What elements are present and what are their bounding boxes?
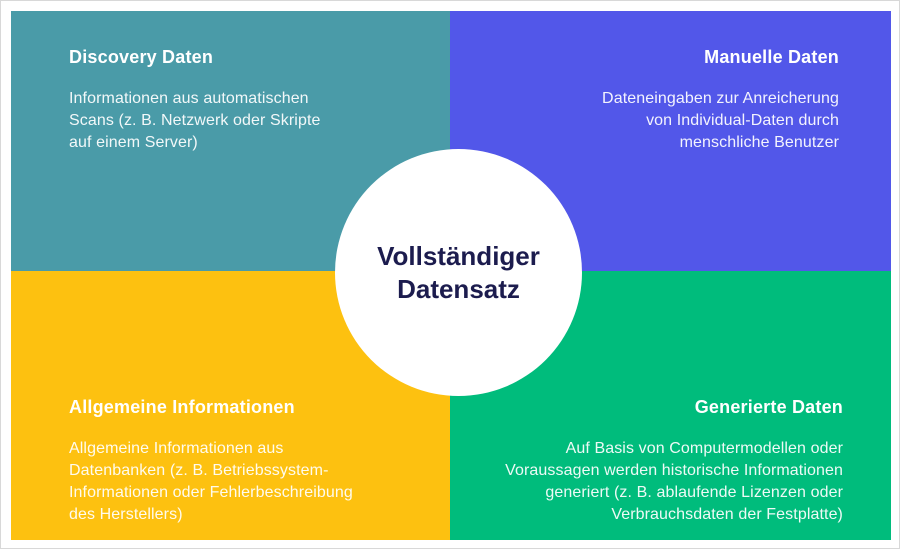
- quadrant-text-block: Discovery Daten Informationen aus automa…: [69, 45, 420, 154]
- quadrant-generierte-daten: Generierte Daten Auf Basis von Computerm…: [450, 271, 891, 540]
- quadrant-heading-discovery-daten: Discovery Daten: [69, 47, 214, 67]
- quadrant-discovery-daten: Discovery Daten Informationen aus automa…: [11, 11, 450, 271]
- quadrant-body-manuelle-daten: Dateneingaben zur Anreicherung von Indiv…: [602, 90, 839, 151]
- center-circle-label: Vollständiger Datensatz: [377, 240, 540, 304]
- quadrant-body-discovery-daten: Informationen aus automatischen Scans (z…: [69, 90, 321, 151]
- quadrant-heading-generierte-daten: Generierte Daten: [694, 397, 843, 417]
- quadrant-text-block: Manuelle Daten Dateneingaben zur Anreich…: [480, 45, 839, 154]
- quadrant-body-generierte-daten: Auf Basis von Computermodellen oder Vora…: [505, 440, 843, 523]
- quadrant-heading-manuelle-daten: Manuelle Daten: [704, 47, 839, 67]
- quadrant-text-block: Allgemeine Informationen Allgemeine Info…: [69, 395, 420, 526]
- quadrant-text-block: Generierte Daten Auf Basis von Computerm…: [474, 395, 843, 526]
- center-circle: Vollständiger Datensatz: [335, 149, 582, 396]
- quadrant-heading-allgemeine-informationen: Allgemeine Informationen: [69, 397, 295, 417]
- quadrant-body-allgemeine-informationen: Allgemeine Informationen aus Datenbanken…: [69, 440, 353, 523]
